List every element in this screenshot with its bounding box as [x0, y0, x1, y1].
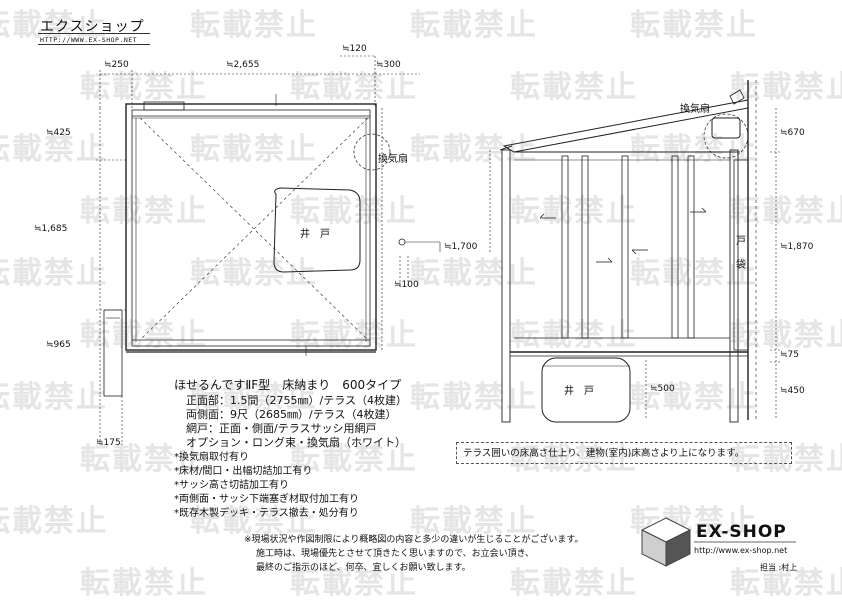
- spec-note-5: *既存木製デッキ・テラス撤去・処分有り: [174, 508, 359, 519]
- watermark-text: 転載禁止: [0, 380, 108, 415]
- company-name: エクスショップ: [40, 19, 145, 35]
- spec-sides: 両側面：9尺（2685㎜）/テラス（4枚建）: [186, 408, 397, 421]
- dim-left-mid: ≒1,685: [34, 224, 68, 234]
- dim-top-left: ≒250: [104, 60, 129, 70]
- watermark-text: 転載禁止: [80, 442, 208, 477]
- dim-elev-top: ≒670: [780, 128, 805, 138]
- watermark-text: 転載禁止: [410, 504, 538, 539]
- door-pocket-label-2: 袋: [736, 260, 746, 271]
- watermark-text: 転載禁止: [510, 442, 638, 477]
- dim-top-mid: ≒2,655: [226, 60, 260, 70]
- watermark-text: 転載禁止: [190, 380, 318, 415]
- watermark-text: 転載禁止: [410, 380, 538, 415]
- header-rule: [38, 33, 150, 34]
- elevation-view: [489, 80, 782, 423]
- logo-cube: [640, 517, 692, 567]
- staff-name: 担当 :村上: [760, 563, 798, 572]
- watermark-text: 転載禁止: [290, 194, 418, 229]
- dim-top-above: ≒120: [342, 44, 367, 54]
- watermark-text: 転載禁止: [730, 442, 842, 477]
- watermark-text: 転載禁止: [510, 318, 638, 353]
- floor-height-note: テラス囲いの床高さ仕上り、建物(室内)床高さより上になります。: [456, 442, 792, 464]
- spec-title: ほせるんですⅡF型 床納まり 600タイプ: [174, 378, 402, 392]
- dim-left-upper: ≒425: [46, 128, 71, 138]
- watermark-text: 転載禁止: [290, 442, 418, 477]
- dim-bottom: ≒175: [96, 438, 121, 448]
- watermark-text: 転載禁止: [0, 504, 108, 539]
- watermark-text: 転載禁止: [410, 132, 538, 167]
- spec-note-2: *床材/間口・出幅切詰加工有り: [174, 466, 313, 477]
- footer-line-2: 施工時は、現場優先とさせて頂きたく思いますので、お立会い頂き、: [256, 549, 535, 559]
- watermark-text: 転載禁止: [510, 194, 638, 229]
- dim-outlet-small: ≒100: [394, 280, 419, 290]
- spec-note-3: *サッシ高さ切詰加工有り: [174, 480, 289, 491]
- footer-line-3: 最終のご指示のほど、何卒、宜しくお願い致します。: [256, 563, 471, 573]
- footer-line-1: ※現場状況や作図制限により概略図の内容と多少の違いが生じることがございます。: [244, 535, 584, 545]
- dim-elev-bottom: ≒450: [780, 386, 805, 396]
- dim-top-right: ≒300: [376, 60, 401, 70]
- dim-elev-lower: ≒75: [780, 350, 800, 360]
- watermark-text: 転載禁止: [190, 8, 318, 43]
- plan-well-label: 井 戸: [300, 229, 330, 240]
- watermark-text: 転載禁止: [80, 70, 208, 105]
- watermark-text: 転載禁止: [0, 132, 108, 167]
- elev-vent-label: 換気扇: [680, 104, 710, 115]
- spec-front: 正面部：1.5間（2755㎜）/テラス（4枚建）: [186, 394, 407, 407]
- door-pocket-label-1: 戸: [736, 236, 746, 247]
- watermark-text: 転載禁止: [510, 70, 638, 105]
- watermark-text: 転載禁止: [630, 380, 758, 415]
- logo-url: http://www.ex-shop.net: [694, 546, 788, 555]
- elev-well-label: 井 戸: [564, 386, 594, 397]
- watermark-text: 転載禁止: [80, 318, 208, 353]
- spec-screen: 網戸：正面・側面/テラスサッシ用網戸: [186, 422, 377, 435]
- dim-elev-mid: ≒1,870: [780, 242, 814, 252]
- watermark-text: 転載禁止: [0, 256, 108, 291]
- company-url: HTTP://WWW.EX-SHOP.NET: [40, 36, 138, 44]
- watermark-text: 転載禁止: [80, 194, 208, 229]
- watermark-text: 転載禁止: [410, 256, 538, 291]
- watermark-text: 転載禁止: [410, 8, 538, 43]
- watermark-text: 転載禁止: [290, 318, 418, 353]
- dim-left-lower: ≒965: [46, 340, 71, 350]
- watermark-text: 転載禁止: [290, 70, 418, 105]
- spec-option: オプション・ロング束・換気扇（ホワイト）: [186, 436, 406, 449]
- spec-note-1: *換気扇取付有り: [174, 452, 249, 463]
- header-rule-2: [38, 44, 150, 45]
- dim-outlet: ≒1,700: [444, 242, 478, 252]
- watermark-text: 転載禁止: [0, 8, 108, 43]
- watermark-text: 転載禁止: [190, 504, 318, 539]
- watermark-text: 転載禁止: [630, 8, 758, 43]
- watermark-text: 転載禁止: [190, 256, 318, 291]
- logo-name: EX-SHOP: [696, 522, 787, 542]
- spec-note-4: *両側面・サッシ下端塞ぎ材取付加工有り: [174, 494, 359, 505]
- plan-view: [96, 55, 441, 445]
- dim-elev-well: ≒500: [650, 384, 675, 394]
- watermark-text: 転載禁止: [630, 256, 758, 291]
- watermark-text: 転載禁止: [190, 132, 318, 167]
- plan-vent-label: 換気扇: [378, 154, 408, 165]
